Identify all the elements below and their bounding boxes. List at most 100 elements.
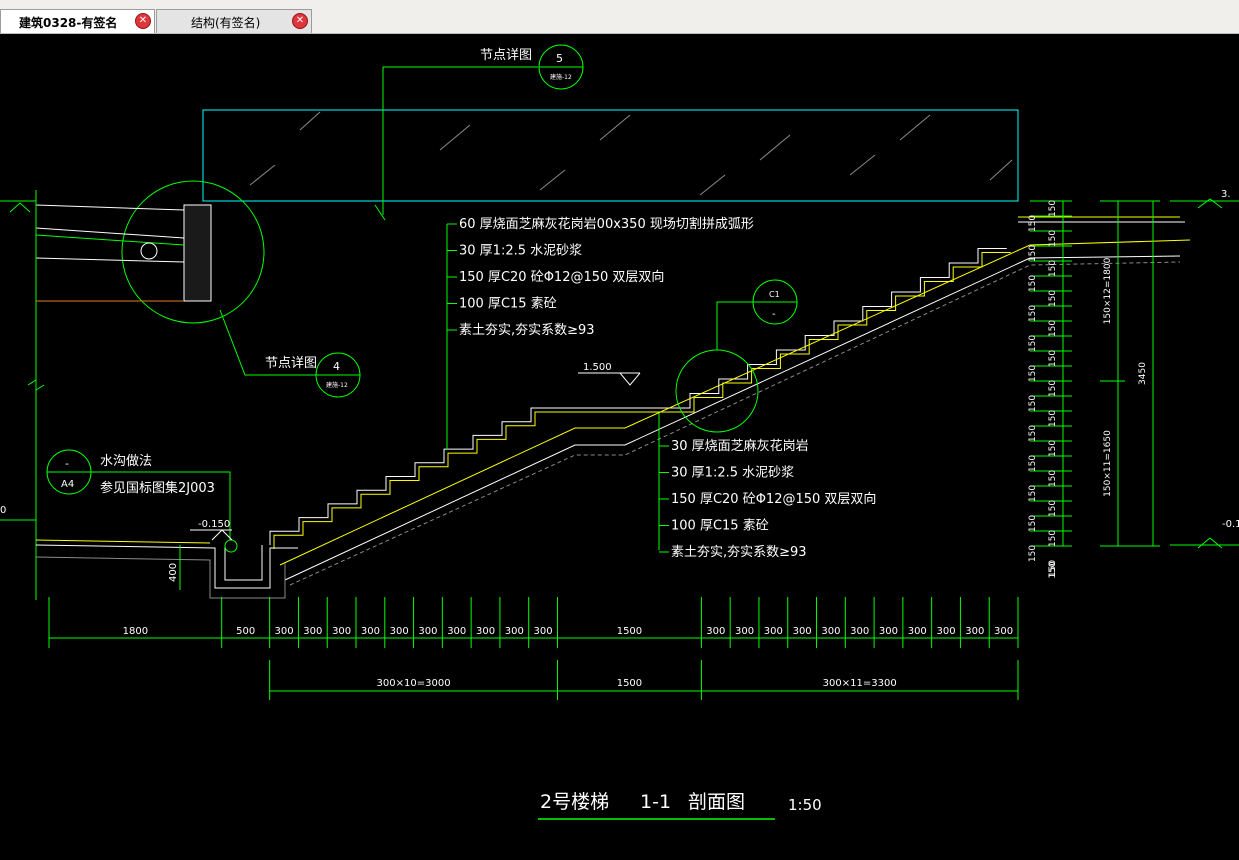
dim-label: 300 [447, 626, 466, 637]
vdim-label: 150 [1028, 335, 1038, 352]
close-icon[interactable]: ✕ [292, 13, 308, 29]
c1-callout[interactable]: C1 - [675, 279, 798, 433]
note-text: 素土夯实,夯实系数≥93 [671, 545, 807, 560]
detail-label-top: 节点详图 [480, 48, 532, 63]
dim-label: 1500 [617, 678, 642, 689]
vdim-label: 150 [1028, 485, 1038, 502]
detail-callout-4[interactable]: 节点详图 4 建施-12 [121, 180, 361, 398]
dim-label: 300 [908, 626, 927, 637]
title-scale: 1:50 [788, 796, 822, 814]
ditch-line2: 参见国标图集2J003 [100, 480, 215, 496]
vertical-dimensions: 150 150 150 150 150 150 150 150 150 150 150 150 150 1… [1028, 200, 1160, 579]
vdim-label: 150 [1048, 350, 1058, 367]
note-text: 30 厚1:2.5 水泥砂浆 [671, 466, 794, 481]
stair-profile [269, 216, 1191, 586]
vdim-label: 150 [1048, 470, 1058, 487]
note-text: 100 厚C15 素砼 [671, 519, 769, 534]
soil-line [289, 261, 1181, 586]
vdim-label: 150 [1048, 380, 1058, 397]
horizontal-dimensions: 1800 500 300 300 300 300 300 300 300 300 300 300 150… [48, 597, 1019, 700]
title-section: 1-1 [640, 791, 671, 813]
vdim-label: 150 [1048, 260, 1058, 277]
vdim-label: 150 [1048, 560, 1058, 577]
vdim-label: 150 [1028, 545, 1038, 562]
dim-label: 300 [821, 626, 840, 637]
dim-label: 300 [936, 626, 955, 637]
vdim-label: 150 [1048, 200, 1058, 217]
dim-label: 300 [505, 626, 524, 637]
detail-sheet-top: 建施-12 [550, 73, 572, 81]
vdim-label: 150 [1048, 440, 1058, 457]
detail-sheet-left: 建施-12 [326, 381, 348, 389]
dim-label: 300 [303, 626, 322, 637]
detail-num-top: 5 [556, 52, 563, 65]
title-section-name: 剖面图 [688, 791, 745, 813]
vdim-label: 150 [1028, 215, 1038, 232]
c1-bottom: - [772, 309, 776, 320]
level-right-low: -0.1 [1222, 519, 1239, 530]
note-text: 素土夯实,夯实系数≥93 [459, 323, 595, 338]
vdim-label: 150 [1028, 305, 1038, 322]
vdim-label: 150 [1028, 365, 1038, 382]
dim-label: 300 [965, 626, 984, 637]
dim-label: 300×10=3000 [377, 678, 451, 689]
note-text: 100 厚C15 素砼 [459, 297, 557, 312]
left-wall [0, 190, 212, 600]
dim-label: 500 [236, 626, 255, 637]
stair-finish-line [273, 252, 1011, 549]
vdim-label: 150 [1028, 275, 1038, 292]
top-slab [202, 109, 1019, 202]
cad-drawing-canvas[interactable]: 节点详图 5 建施-12 节点详图 4 建施-12 400 [0, 34, 1239, 860]
title-name: 2号楼梯 [540, 791, 609, 813]
slab-bottom-line [284, 255, 1181, 581]
dim-label: 300×11=3300 [823, 678, 897, 689]
note-text: 150 厚C20 砼Φ12@150 双层双向 [459, 269, 664, 285]
dim-label: 300 [275, 626, 294, 637]
dim-label: 300 [418, 626, 437, 637]
dim-label: 300 [850, 626, 869, 637]
close-icon[interactable]: ✕ [135, 13, 151, 29]
detail-callout-5[interactable]: 节点详图 5 建施-12 [374, 44, 584, 221]
dim-label: 300 [361, 626, 380, 637]
tab-structure[interactable]: 结构(有签名) ✕ [156, 9, 312, 33]
vdim-label: 150 [1028, 245, 1038, 262]
ditch-line1: 水沟做法 [100, 454, 152, 469]
vdim-label: 150 [1048, 320, 1058, 337]
vdim-label: 150 [1028, 515, 1038, 532]
tab-label: 结构(有签名) [191, 16, 261, 30]
tab-label: 建筑0328-有签名 [19, 16, 118, 30]
ditch-callout[interactable]: - A4 水沟做法 参见国标图集2J003 [46, 449, 231, 540]
level-left-zero: 0 [0, 505, 6, 516]
dim-label: 300 [994, 626, 1013, 637]
dim-label: 300 [879, 626, 898, 637]
tab-architecture[interactable]: 建筑0328-有签名 ✕ [0, 9, 155, 33]
dim-label: 300 [332, 626, 351, 637]
slab-hatch [249, 111, 1013, 196]
ditch-bottom: A4 [61, 479, 74, 490]
vdim-total: 150×11=1650 [1103, 430, 1113, 497]
dim-label: 300 [764, 626, 783, 637]
level-low: -0.150 [198, 519, 230, 530]
note-text: 30 厚烧面芝麻灰花岗岩 [671, 438, 809, 454]
detail-label-left: 节点详图 [265, 356, 317, 371]
ditch-top: - [65, 457, 69, 470]
dim-label: 1800 [123, 626, 148, 637]
drainage-ditch: 400 [0, 519, 298, 599]
dim-label: 300 [706, 626, 725, 637]
vdim-label: 150 [1028, 425, 1038, 442]
vdim-label: 150 [1048, 290, 1058, 307]
stair-steps [269, 248, 1007, 545]
level-marks: -0.150 1.500 0 3. -0.1 [0, 189, 1239, 549]
dim-label: 300 [534, 626, 553, 637]
detail-num-left: 4 [333, 360, 340, 373]
level-right-top: 3. [1221, 189, 1231, 200]
dim-label: 300 [793, 626, 812, 637]
vdim-label: 150 [1028, 395, 1038, 412]
note-text: 30 厚1:2.5 水泥砂浆 [459, 244, 582, 259]
vdim-label: 150 [1048, 410, 1058, 427]
vdim-total: 3450 [1138, 362, 1148, 385]
vdim-label: 150 [1048, 530, 1058, 547]
vdim-base: 150 [1048, 561, 1058, 578]
